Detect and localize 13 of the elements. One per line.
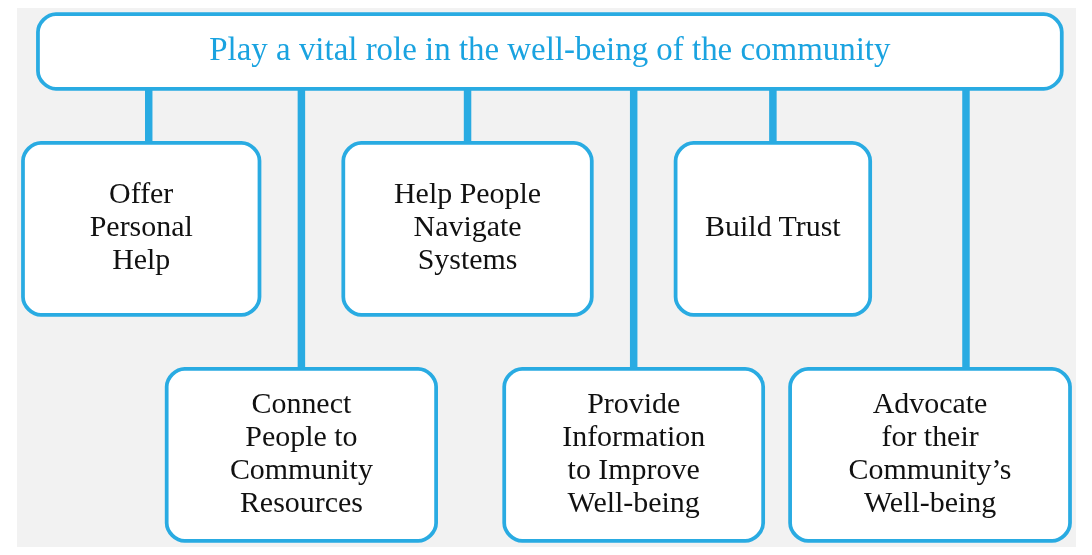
node-box: Play a vital role in the well-being of the community [35, 12, 1064, 91]
connector [629, 89, 637, 369]
node-box: Connect People to Community Resources [164, 366, 438, 543]
connector [144, 89, 152, 143]
connector [768, 89, 777, 143]
connector [961, 89, 970, 369]
connector [297, 89, 305, 369]
connector [463, 89, 471, 143]
node-box: Help People Navigate Systems [340, 140, 594, 317]
node-box: Build Trust [673, 140, 872, 317]
node-box: Offer Personal Help [20, 140, 261, 317]
node-box: Provide Information to Improve Well-being [501, 366, 765, 543]
node-box: Advocate for their Community’s Well-being [787, 366, 1072, 543]
